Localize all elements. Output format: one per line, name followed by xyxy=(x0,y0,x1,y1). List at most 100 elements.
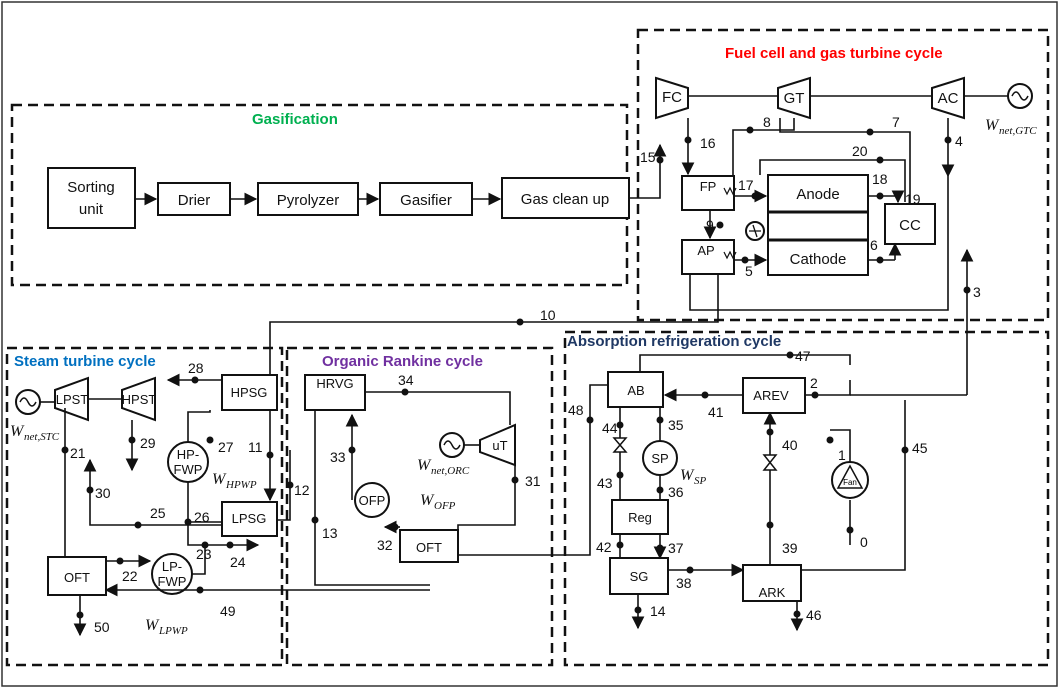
state-12: 12 xyxy=(294,482,310,498)
lp-fwp-label-2: FWP xyxy=(158,574,187,589)
stream-13 xyxy=(314,410,430,586)
state-45: 45 xyxy=(912,440,928,456)
lpsg-block xyxy=(221,501,278,537)
stream-45 xyxy=(801,400,906,571)
sine-icon-orc xyxy=(443,440,461,450)
hpst-label: HPST xyxy=(122,392,157,407)
work-lpwp-w: W xyxy=(145,617,160,634)
state-50: 50 xyxy=(94,619,110,635)
state-46: 46 xyxy=(806,607,822,623)
state-18: 18 xyxy=(872,171,888,187)
work-hpwp-w: W xyxy=(212,471,227,488)
fc-label: FC xyxy=(662,89,682,106)
state-labels: 15 16 17 18 19 20 7 8 4 9 5 6 3 10 28 21… xyxy=(70,114,981,635)
hp-fwp-label-1: HP- xyxy=(177,447,199,462)
state-33: 33 xyxy=(330,449,346,465)
state-8: 8 xyxy=(763,114,771,130)
fuel-cell-gt-title: Fuel cell and gas turbine cycle xyxy=(725,45,943,62)
state-42: 42 xyxy=(596,539,612,555)
ac-label: AC xyxy=(938,90,959,107)
stream-47 xyxy=(639,354,851,372)
state-2: 2 xyxy=(810,375,818,391)
work-labels: W net,GTC W net,STC W net,ORC W HPWP W L… xyxy=(10,117,1037,637)
work-gtc-w: W xyxy=(985,117,1000,134)
fan-label: Fan xyxy=(843,478,857,487)
state-dots xyxy=(61,126,971,619)
state-22: 22 xyxy=(122,568,138,584)
absorption-title: Absorption refrigeration cycle xyxy=(567,333,781,350)
state-1: 1 xyxy=(838,447,846,463)
air-return xyxy=(689,176,949,311)
state-11: 11 xyxy=(248,439,263,455)
sp-label: SP xyxy=(651,451,668,466)
oft-steam-block xyxy=(47,556,107,596)
state-19: 19 xyxy=(905,191,921,207)
ark-label: ARK xyxy=(759,585,786,600)
lpst-label: LPST xyxy=(56,392,89,407)
state-16: 16 xyxy=(700,135,716,151)
stream-20 xyxy=(759,159,906,202)
ut-label: uT xyxy=(492,438,507,453)
state-25: 25 xyxy=(150,505,166,521)
work-ofp-w: W xyxy=(420,492,435,509)
state-27: 27 xyxy=(218,439,234,455)
hrvg-block xyxy=(304,374,366,411)
sorting-label-1: Sorting xyxy=(67,179,115,196)
state-5: 5 xyxy=(745,263,753,279)
gasification-title: Gasification xyxy=(252,111,338,128)
state-34: 34 xyxy=(398,372,414,388)
sorting-unit-block xyxy=(47,167,136,229)
fuel-cell-gt-section xyxy=(636,28,1050,322)
absorption-section xyxy=(563,330,1050,667)
state-13: 13 xyxy=(322,525,338,541)
stream-27 xyxy=(187,410,211,442)
steam-streams xyxy=(40,373,430,637)
state-14: 14 xyxy=(650,603,666,619)
state-49: 49 xyxy=(220,603,236,619)
gt-turbine xyxy=(777,76,811,120)
hpst-turbine xyxy=(121,376,156,422)
state-39: 39 xyxy=(782,540,798,556)
ab-block xyxy=(607,371,664,408)
orc-section xyxy=(285,346,554,667)
oft-steam-label: OFT xyxy=(64,570,90,585)
pyrolyzer-label: Pyrolyzer xyxy=(277,192,340,209)
fp-label: FP xyxy=(700,179,717,194)
state-30: 30 xyxy=(95,485,111,501)
state-0: 0 xyxy=(860,534,868,550)
meter-icon xyxy=(749,224,761,238)
stream-48 xyxy=(458,384,610,556)
ap-coil xyxy=(723,250,737,260)
state-6: 6 xyxy=(870,237,878,253)
gas-clean-up-label: Gas clean up xyxy=(521,191,609,208)
anode-label: Anode xyxy=(796,186,839,203)
cathode-label: Cathode xyxy=(790,251,847,268)
state-38: 38 xyxy=(676,575,692,591)
sg-label: SG xyxy=(630,569,649,584)
section-boxes xyxy=(5,28,1050,667)
state-47: 47 xyxy=(795,348,811,364)
steam-section xyxy=(5,346,284,667)
arev-label: AREV xyxy=(753,388,789,403)
state-31: 31 xyxy=(525,473,541,489)
orc-title: Organic Rankine cycle xyxy=(322,353,483,370)
valve-44-43 xyxy=(612,437,628,453)
work-stc-sub: net,STC xyxy=(24,431,60,443)
ac-compressor xyxy=(931,76,965,120)
fan-icon xyxy=(836,464,864,489)
reg-label: Reg xyxy=(628,510,652,525)
stream-30 xyxy=(83,458,222,526)
state-26: 26 xyxy=(194,509,210,525)
state-4: 4 xyxy=(955,133,963,149)
work-orc-w: W xyxy=(417,457,432,474)
stream-34 xyxy=(365,391,511,425)
stream-1 xyxy=(830,429,851,462)
stream-7 xyxy=(779,118,911,204)
sine-icon-gtc xyxy=(1011,91,1029,101)
valves xyxy=(612,437,778,471)
steam-equipment xyxy=(15,374,278,596)
lp-fwp-label-1: LP- xyxy=(162,559,182,574)
state-35: 35 xyxy=(668,417,684,433)
